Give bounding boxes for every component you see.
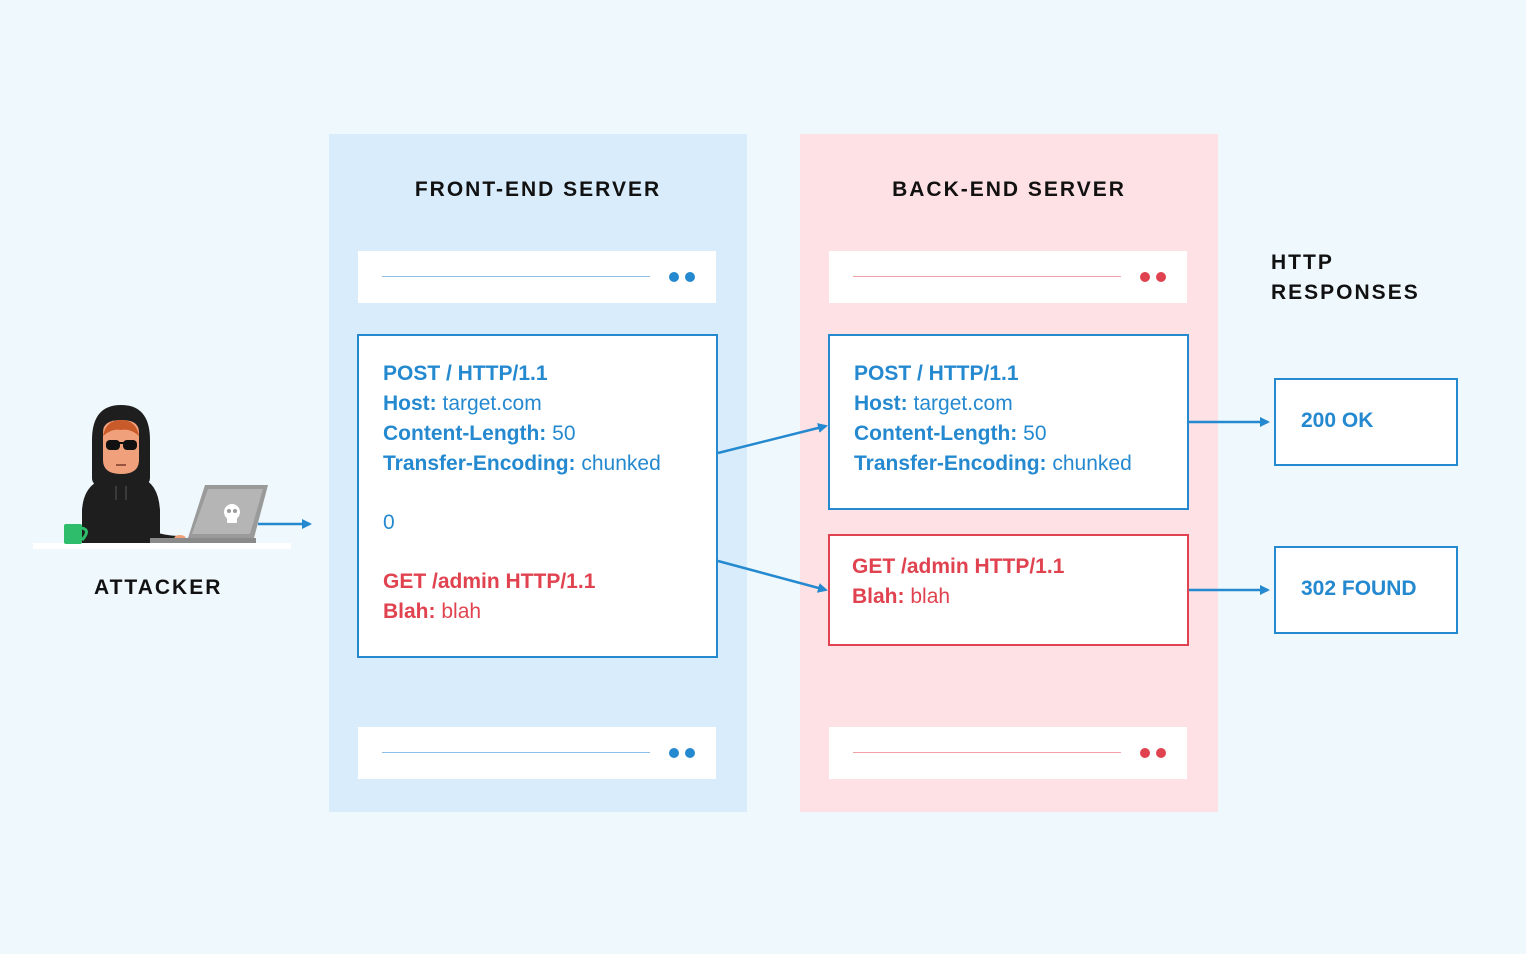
header-key: Host: <box>854 392 908 415</box>
header-key: Content-Length: <box>383 422 547 445</box>
mug-icon <box>64 524 88 544</box>
chunk-terminator: 0 <box>383 511 395 534</box>
host-header: Host: target.com <box>854 392 1013 416</box>
header-key: Host: <box>383 392 437 415</box>
response-box-302: 302 FOUND <box>1274 546 1458 634</box>
attacker-label: ATTACKER <box>94 576 223 599</box>
dot-icon <box>1156 272 1166 282</box>
back-end-request-box-1: POST / HTTP/1.1 Host: target.com Content… <box>828 334 1189 510</box>
host-header: Host: target.com <box>383 392 542 416</box>
header-value: chunked <box>581 452 661 475</box>
header-key: Transfer-Encoding: <box>854 452 1047 475</box>
front-end-request-box: POST / HTTP/1.1 Host: target.com Content… <box>357 334 718 658</box>
transfer-encoding-header: Transfer-Encoding: chunked <box>383 452 661 476</box>
header-value: target.com <box>442 392 542 415</box>
header-value: 50 <box>552 422 576 445</box>
response-status: 200 OK <box>1301 409 1374 432</box>
front-end-top-bar <box>358 251 716 303</box>
smuggled-request-line: GET /admin HTTP/1.1 <box>383 570 596 593</box>
content-length-header: Content-Length: 50 <box>383 422 576 446</box>
smuggled-header: Blah: blah <box>383 600 481 624</box>
arrow-icon <box>717 559 828 593</box>
arrow-icon <box>717 423 828 455</box>
dot-icon <box>685 272 695 282</box>
header-key: Content-Length: <box>854 422 1018 445</box>
dot-icon <box>669 272 679 282</box>
bar-line <box>382 276 650 277</box>
dot-icon <box>1140 748 1150 758</box>
content-length-header: Content-Length: 50 <box>854 422 1047 446</box>
front-end-bottom-bar <box>358 727 716 779</box>
back-end-bottom-bar <box>829 727 1187 779</box>
header-value: blah <box>910 585 951 608</box>
bar-line <box>382 752 650 753</box>
header-value: chunked <box>1052 452 1132 475</box>
request-line: GET /admin HTTP/1.1 <box>852 555 1065 578</box>
dot-icon <box>685 748 695 758</box>
laptop-icon <box>150 485 268 543</box>
dot-icon <box>1156 748 1166 758</box>
header-value: 50 <box>1023 422 1047 445</box>
back-end-server-title: BACK-END SERVER <box>892 178 1126 201</box>
back-end-request-box-2: GET /admin HTTP/1.1 Blah: blah <box>828 534 1189 646</box>
title-line: RESPONSES <box>1271 281 1420 304</box>
response-status: 302 FOUND <box>1301 577 1417 600</box>
header-key: Blah: <box>383 600 436 623</box>
header-value: blah <box>441 600 482 623</box>
transfer-encoding-header: Transfer-Encoding: chunked <box>854 452 1132 476</box>
header-value: target.com <box>913 392 1013 415</box>
back-end-top-bar <box>829 251 1187 303</box>
header-key: Blah: <box>852 585 905 608</box>
response-box-200: 200 OK <box>1274 378 1458 466</box>
title-line: HTTP <box>1271 251 1334 274</box>
hooded-hacker-icon <box>33 405 291 549</box>
bar-line <box>853 276 1121 277</box>
blah-header: Blah: blah <box>852 585 950 609</box>
http-responses-title: HTTP RESPONSES <box>1271 248 1420 308</box>
header-key: Transfer-Encoding: <box>383 452 576 475</box>
request-line: POST / HTTP/1.1 <box>854 362 1019 385</box>
skull-icon <box>224 504 240 523</box>
dot-icon <box>669 748 679 758</box>
request-line: POST / HTTP/1.1 <box>383 362 548 385</box>
bar-line <box>853 752 1121 753</box>
dot-icon <box>1140 272 1150 282</box>
front-end-server-title: FRONT-END SERVER <box>414 178 662 201</box>
